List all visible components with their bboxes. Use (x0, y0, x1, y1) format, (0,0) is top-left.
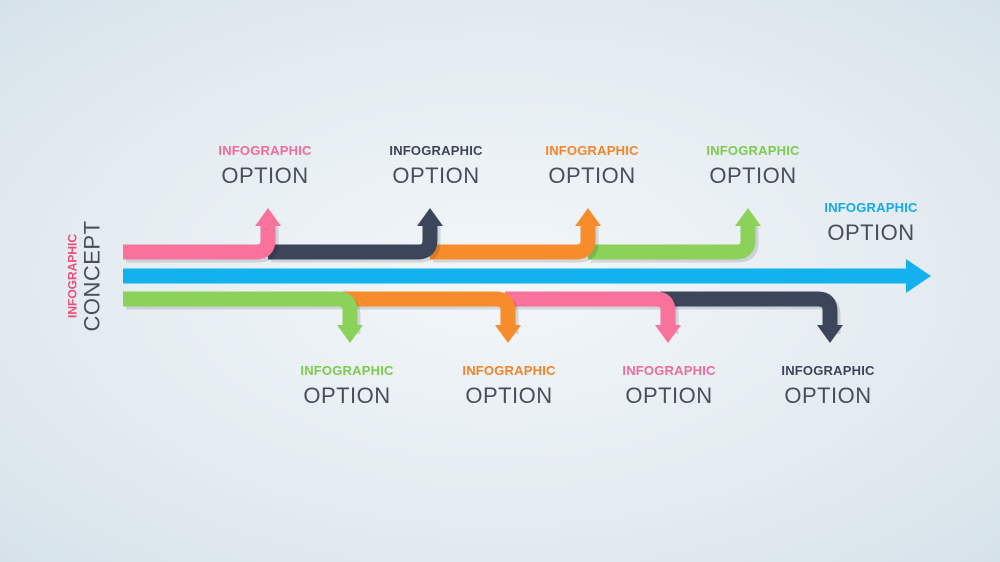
arrow-layer (123, 208, 931, 343)
bottom-option-3: INFOGRAPHIC OPTION (599, 364, 739, 407)
option-word: OPTION (625, 383, 713, 408)
bottom-lane-2 (342, 291, 516, 331)
option-kicker: INFOGRAPHIC (545, 143, 639, 158)
bottom-lane-1-head (337, 325, 363, 343)
option-kicker: INFOGRAPHIC (706, 143, 800, 158)
top-option-2: INFOGRAPHIC OPTION (366, 144, 506, 187)
bottom-lane-3-head (655, 325, 681, 343)
option-word: OPTION (392, 163, 480, 188)
bottom-option-4: INFOGRAPHIC OPTION (758, 364, 898, 407)
bottom-lane-4 (660, 291, 838, 331)
top-lane-3-head (575, 208, 601, 226)
option-word: OPTION (465, 383, 553, 408)
option-kicker: INFOGRAPHIC (622, 363, 716, 378)
top-lane-4 (588, 220, 756, 260)
main-arrow-head (906, 259, 931, 293)
concept-word: CONCEPT (79, 220, 105, 332)
option-word: OPTION (548, 163, 636, 188)
top-option-1: INFOGRAPHIC OPTION (195, 144, 335, 187)
top-lane-1-head (255, 208, 281, 226)
option-word: OPTION (784, 383, 872, 408)
top-lane-3 (430, 220, 596, 260)
top-lane-2-head (417, 208, 443, 226)
option-kicker: INFOGRAPHIC (462, 363, 556, 378)
bottom-option-1: INFOGRAPHIC OPTION (277, 364, 417, 407)
top-lane-4-head (735, 208, 761, 226)
bottom-lane-3-shadow (508, 294, 679, 334)
concept-kicker: INFOGRAPHIC (65, 234, 80, 318)
bottom-option-2: INFOGRAPHIC OPTION (439, 364, 579, 407)
bottom-lane-4-shadow (663, 294, 841, 334)
top-option-4: INFOGRAPHIC OPTION (683, 144, 823, 187)
main-option: INFOGRAPHIC OPTION (801, 201, 941, 244)
bottom-lane-1 (123, 291, 358, 331)
option-kicker: INFOGRAPHIC (300, 363, 394, 378)
option-word: OPTION (221, 163, 309, 188)
concept-label: INFOGRAPHIC CONCEPT (65, 220, 105, 332)
option-word: OPTION (303, 383, 391, 408)
top-option-3: INFOGRAPHIC OPTION (522, 144, 662, 187)
bottom-lane-4-head (817, 325, 843, 343)
bottom-lane-1-shadow (126, 294, 361, 334)
option-kicker: INFOGRAPHIC (824, 200, 918, 215)
option-word: OPTION (709, 163, 797, 188)
bottom-lane-2-head (495, 325, 521, 343)
bottom-lane-2-shadow (345, 294, 519, 334)
top-lane-2 (268, 220, 438, 260)
top-lane-1 (123, 220, 276, 260)
bottom-lane-3 (505, 291, 676, 331)
option-kicker: INFOGRAPHIC (781, 363, 875, 378)
option-kicker: INFOGRAPHIC (389, 143, 483, 158)
option-kicker: INFOGRAPHIC (218, 143, 312, 158)
option-word: OPTION (827, 220, 915, 245)
